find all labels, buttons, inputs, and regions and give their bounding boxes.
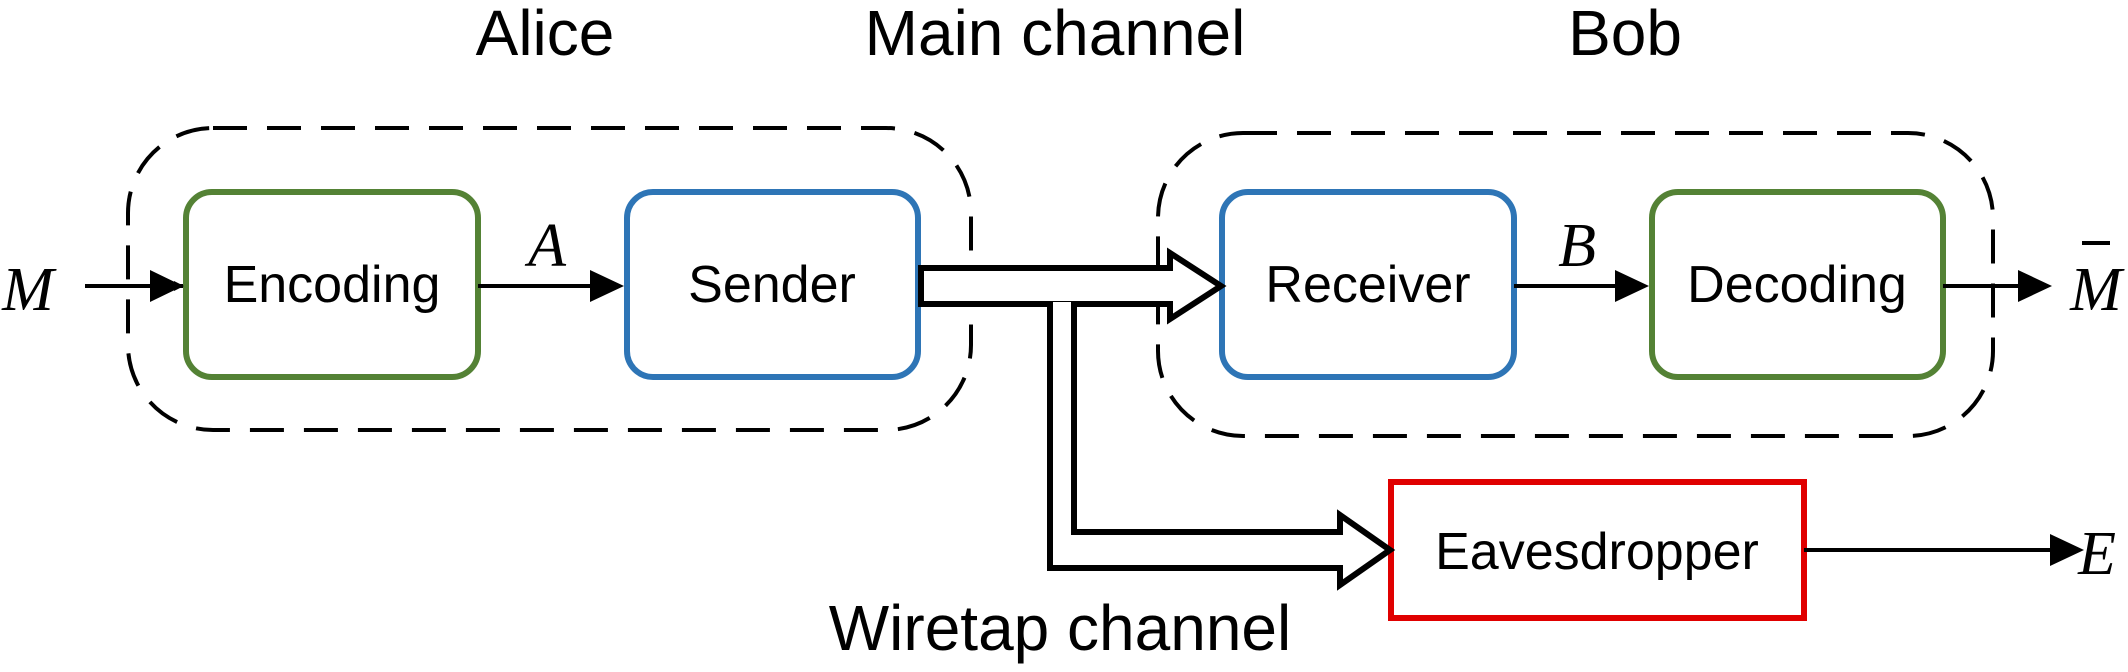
- eavesdropper-block-label: Eavesdropper: [1435, 523, 1759, 581]
- output-signal-m-bar: M: [2069, 241, 2125, 324]
- decoding-block: Decoding: [1649, 189, 1946, 380]
- sender-block: Sender: [624, 189, 921, 380]
- receiver-to-decoding-arrowhead: [1615, 270, 1649, 302]
- wiretap-channel-label: Wiretap channel: [829, 592, 1291, 664]
- bob-label: Bob: [1568, 0, 1682, 69]
- eavesdropper-output-arrowhead: [2050, 534, 2084, 566]
- wiretap-channel-arrow: [1047, 302, 1396, 591]
- receiver-block: Receiver: [1219, 189, 1517, 380]
- eavesdropper-block-border: [1388, 479, 1807, 621]
- sender-block-label: Sender: [688, 256, 856, 314]
- alice-label: Alice: [476, 0, 615, 69]
- decoding-block-label: Decoding: [1687, 256, 1907, 314]
- encoding-block-label: Encoding: [224, 256, 441, 314]
- input-arrowhead: [150, 270, 183, 302]
- encoding-to-sender-arrowhead: [590, 270, 624, 302]
- eve-signal-e: E: [2077, 520, 2116, 588]
- signal-b: B: [1558, 212, 1596, 280]
- output-arrowhead: [2018, 270, 2052, 302]
- signal-a: A: [524, 212, 567, 280]
- output-signal-m: M: [2069, 256, 2125, 324]
- eavesdropper-block: Eavesdropper: [1388, 479, 1807, 621]
- input-signal-m: M: [1, 256, 57, 324]
- main-channel-label: Main channel: [865, 0, 1246, 69]
- receiver-block-label: Receiver: [1265, 256, 1470, 314]
- main-channel-arrow: [918, 247, 1227, 325]
- encoding-block: Encoding: [183, 189, 481, 380]
